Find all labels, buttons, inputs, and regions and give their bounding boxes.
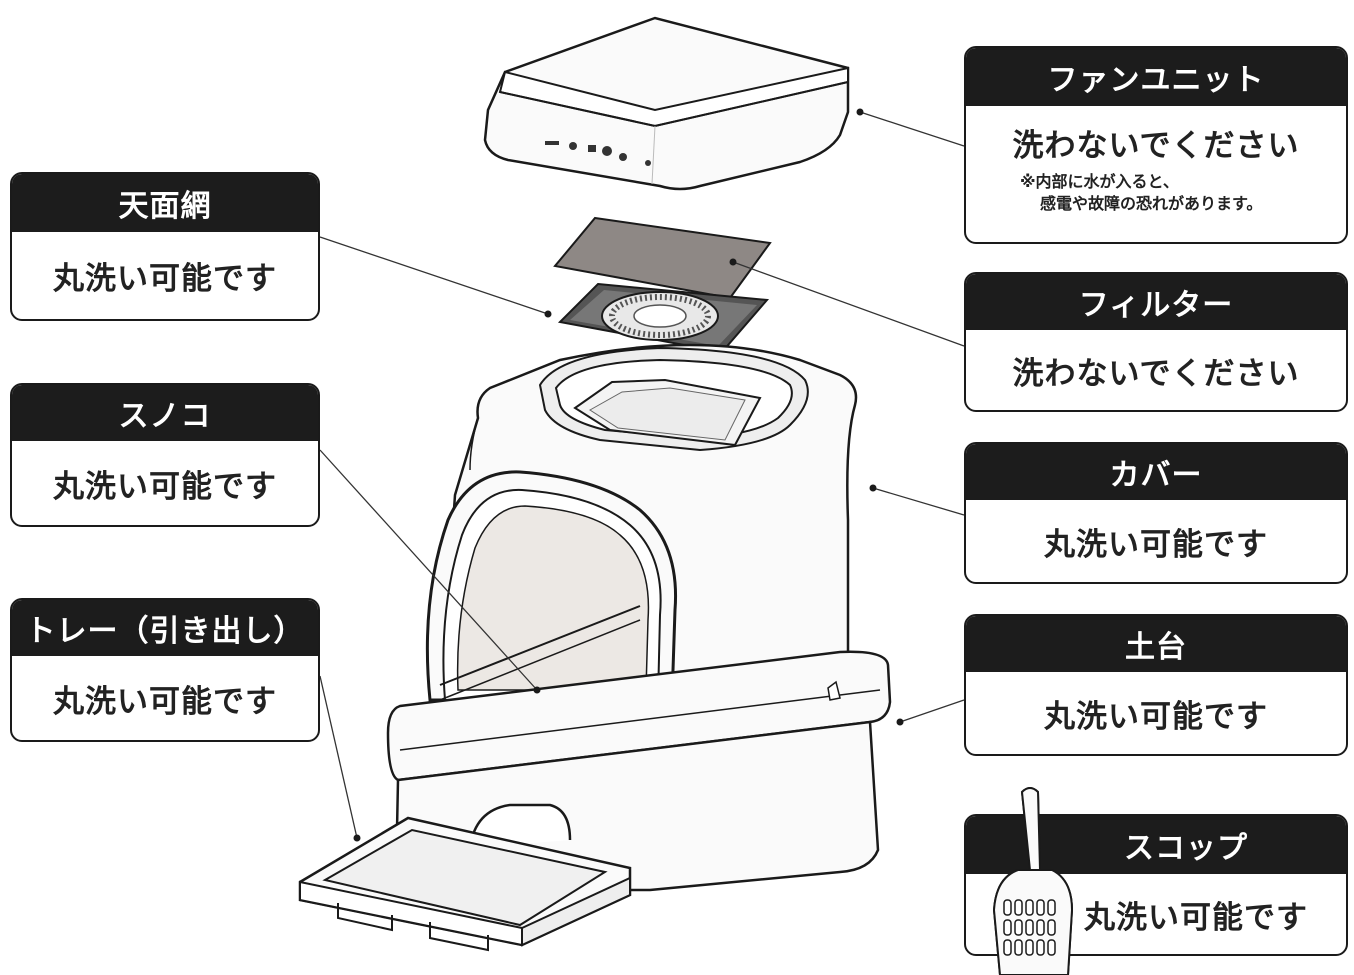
cover-illustration: [425, 343, 858, 761]
part-status: 丸洗い可能です: [1044, 526, 1268, 563]
part-title: 土台: [966, 616, 1346, 672]
part-title: トレー（引き出し）: [12, 600, 318, 656]
part-card-scoop: スコップ 丸洗い可能です: [964, 814, 1348, 956]
filter-illustration: [553, 216, 772, 300]
part-card-base: 土台 丸洗い可能です: [964, 614, 1348, 756]
fan-unit-buttons-icon: [545, 141, 651, 166]
part-title: フィルター: [966, 274, 1346, 330]
part-card-top-mesh: 天面網 丸洗い可能です: [10, 172, 320, 321]
part-title: 天面網: [12, 174, 318, 232]
part-title: ファンユニット: [966, 48, 1346, 106]
part-status: 丸洗い可能です: [1044, 698, 1268, 735]
tray-illustration: [298, 816, 632, 952]
leader-lines: [319, 108, 965, 842]
part-title: カバー: [966, 444, 1346, 500]
part-status: 丸洗い可能です: [53, 468, 277, 505]
part-card-filter: フィルター 洗わないでください: [964, 272, 1348, 412]
part-status: 洗わないでください: [1012, 355, 1300, 392]
part-warning-note: ※内部に水が入ると、 感電や故障の恐れがあります。: [966, 171, 1262, 215]
part-status: 丸洗い可能です: [53, 261, 277, 297]
part-title: スノコ: [12, 385, 318, 441]
part-card-slatted-floor: スノコ 丸洗い可能です: [10, 383, 320, 527]
part-status: 洗わないでください: [1012, 128, 1300, 164]
part-card-tray: トレー（引き出し） 丸洗い可能です: [10, 598, 320, 742]
part-title: スコップ: [966, 816, 1346, 874]
fan-unit-illustration: [483, 16, 850, 191]
part-status: 丸洗い可能です: [53, 683, 277, 720]
part-card-cover: カバー 丸洗い可能です: [964, 442, 1348, 584]
warning-line-1: ※内部に水が入ると、: [1020, 172, 1179, 191]
part-card-fan-unit: ファンユニット 洗わないでください ※内部に水が入ると、 感電や故障の恐れがあり…: [964, 46, 1348, 244]
top-mesh-illustration: [557, 282, 770, 354]
part-status: 丸洗い可能です: [1084, 899, 1308, 936]
warning-line-2: 感電や故障の恐れがあります。: [1040, 194, 1263, 213]
